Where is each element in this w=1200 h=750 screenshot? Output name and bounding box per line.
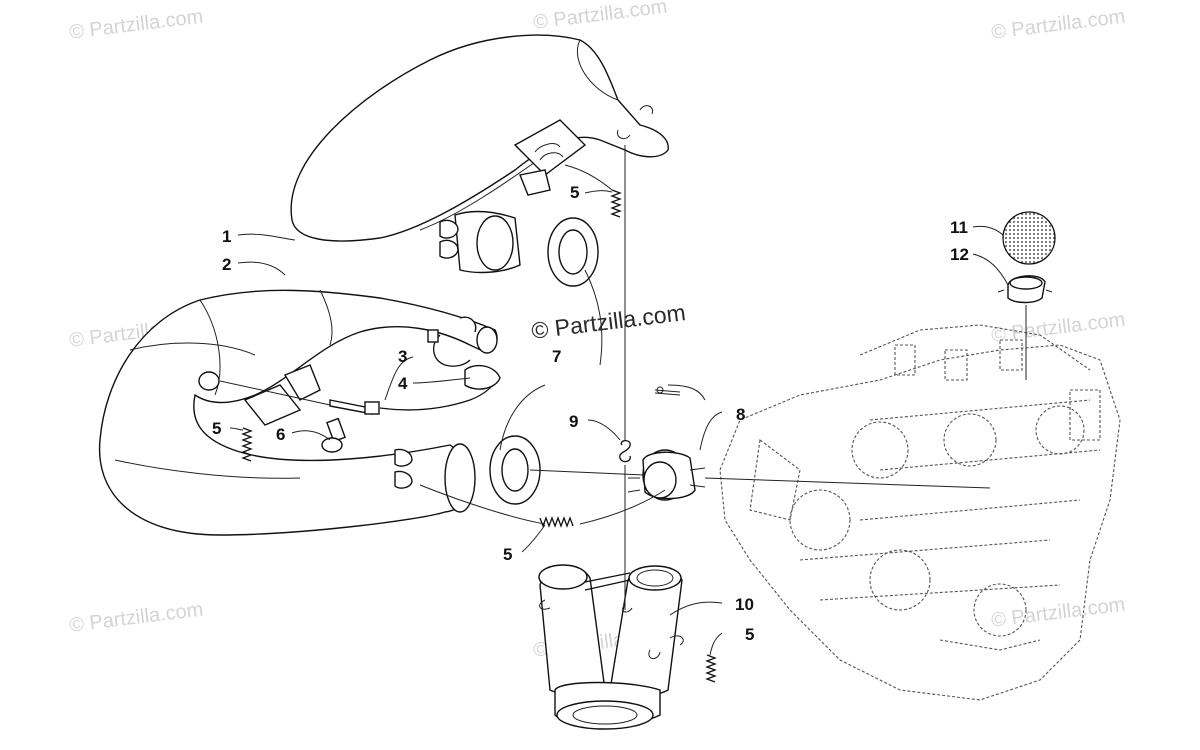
- grommet: [997, 275, 1053, 304]
- leader-lines: [229, 190, 1009, 656]
- callout-5-left: 5: [212, 419, 221, 438]
- callout-8: 8: [736, 405, 745, 424]
- muffler-upper: [290, 34, 669, 274]
- y-pipe: [538, 564, 684, 730]
- callout-7: 7: [552, 347, 561, 366]
- expansion-chamber: [98, 289, 498, 536]
- callout-1: 1: [222, 227, 231, 246]
- callout-3: 3: [398, 347, 407, 366]
- gasket-upper: [547, 217, 599, 287]
- spring-left: [241, 427, 253, 462]
- callout-9: 9: [569, 412, 578, 431]
- callout-4: 4: [398, 374, 408, 393]
- spring-middle: [539, 516, 574, 528]
- callout-12: 12: [950, 245, 969, 264]
- spring-small: [619, 439, 631, 463]
- plug-cap: [1002, 211, 1056, 265]
- callout-2: 2: [222, 255, 231, 274]
- spring-upper: [610, 189, 622, 218]
- callout-5-top: 5: [570, 183, 579, 202]
- callout-5-bottom: 5: [745, 625, 754, 644]
- bolt: [321, 417, 346, 453]
- assembly-lines: [219, 145, 1027, 610]
- callout-5-middle: 5: [503, 545, 512, 564]
- callout-6: 6: [276, 425, 285, 444]
- engine-outline: [719, 324, 1121, 701]
- exhaust-flange: [627, 386, 706, 501]
- exhaust-sensor: [329, 329, 501, 415]
- callout-11: 11: [950, 218, 968, 237]
- callout-10: 10: [735, 595, 754, 614]
- spring-lower: [705, 654, 717, 683]
